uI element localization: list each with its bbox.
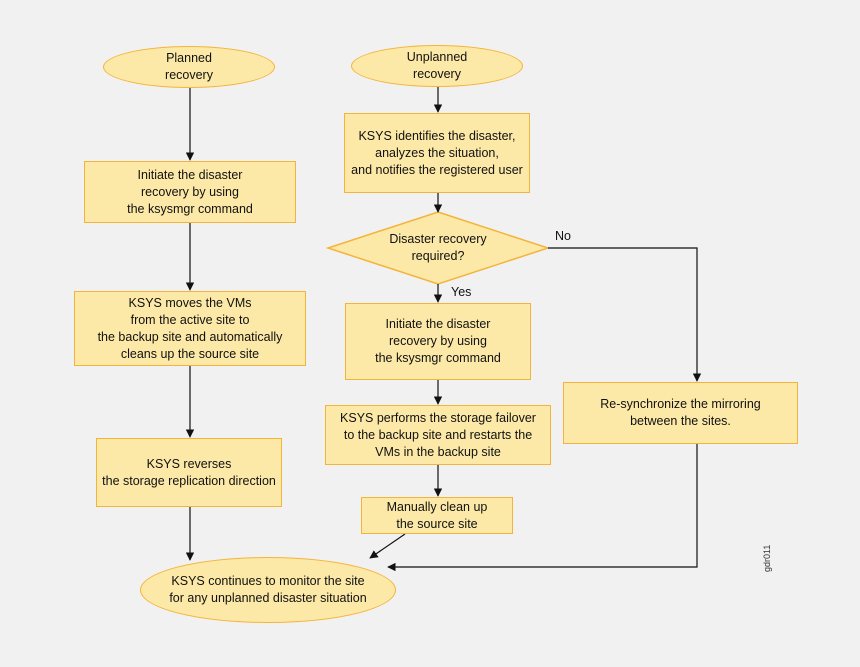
planned-recovery-node: Planned recovery	[103, 46, 275, 88]
moves-vms-node: KSYS moves the VMs from the active site …	[74, 291, 306, 366]
no-edge-label: No	[555, 229, 571, 243]
moves-vms-label: KSYS moves the VMs from the active site …	[97, 295, 283, 361]
arrow-cleanup-to-monitor	[369, 533, 406, 559]
resync-label: Re-synchronize the mirroring between the…	[600, 397, 761, 428]
initiate-mid-node: Initiate the disaster recovery by using …	[345, 303, 531, 380]
figure-id: gdr011	[762, 544, 772, 572]
manual-cleanup-label: Manually clean up the source site	[386, 499, 488, 531]
monitor-node: KSYS continues to monitor the site for a…	[140, 557, 396, 623]
storage-failover-label: KSYS performs the storage failover to th…	[340, 410, 536, 459]
ksys-identifies-label: KSYS identifies the disaster, analyzes t…	[351, 128, 523, 177]
unplanned-recovery-label: Unplanned recovery	[406, 50, 468, 81]
initiate-mid-label: Initiate the disaster recovery by using …	[375, 317, 501, 365]
decision-label-wrap: Disaster recovery required?	[368, 228, 508, 268]
initiate-left-node: Initiate the disaster recovery by using …	[84, 161, 296, 223]
monitor-label: KSYS continues to monitor the site for a…	[169, 574, 367, 605]
ksys-identifies-node: KSYS identifies the disaster, analyzes t…	[344, 113, 530, 193]
resync-node: Re-synchronize the mirroring between the…	[563, 382, 798, 444]
yes-edge-label: Yes	[451, 285, 472, 299]
storage-failover-node: KSYS performs the storage failover to th…	[325, 405, 551, 465]
reverses-label: KSYS reverses the storage replication di…	[102, 456, 276, 488]
unplanned-recovery-node: Unplanned recovery	[351, 45, 523, 87]
manual-cleanup-node: Manually clean up the source site	[361, 497, 513, 534]
planned-recovery-label: Planned recovery	[165, 51, 213, 82]
arrow-decision-no	[548, 247, 702, 382]
reverses-node: KSYS reverses the storage replication di…	[96, 438, 282, 507]
initiate-left-label: Initiate the disaster recovery by using …	[127, 167, 253, 216]
decision-label: Disaster recovery required?	[389, 232, 487, 263]
arrow-resync-to-monitor	[387, 444, 698, 572]
